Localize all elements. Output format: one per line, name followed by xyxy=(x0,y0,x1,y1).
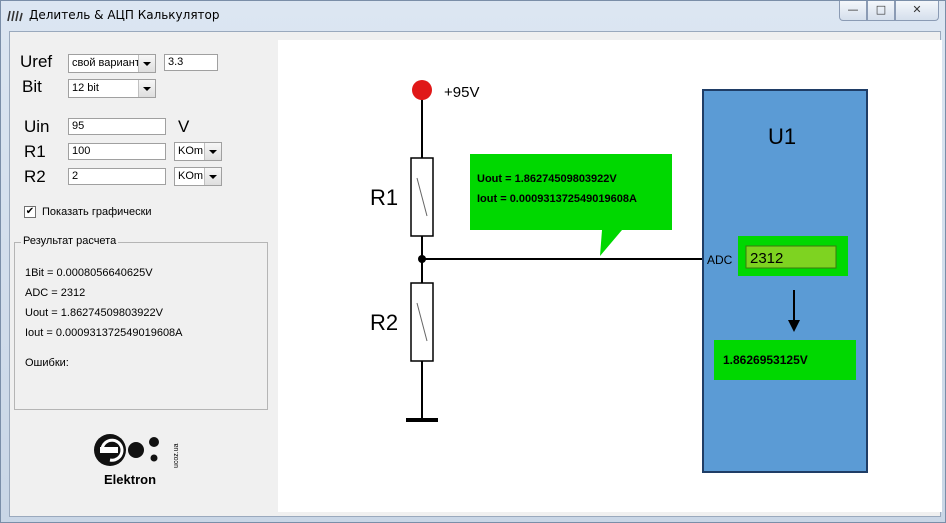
callout-uout: Uout = 1.86274509803922V xyxy=(477,173,617,185)
uref-input[interactable]: 3.3 xyxy=(164,54,218,71)
adc-value-text: 2312 xyxy=(750,250,783,267)
close-icon: ✕ xyxy=(912,3,922,16)
voltage-callout xyxy=(470,154,672,256)
r2-diagram-label: R2 xyxy=(370,310,398,335)
supply-terminal xyxy=(412,80,432,100)
voltage-out-box xyxy=(714,340,856,380)
maximize-button[interactable]: □ xyxy=(867,1,895,21)
bit-label: Bit xyxy=(22,77,42,96)
elektron-logo: Elektron ucoz.ua xyxy=(94,434,180,487)
logo-site-text: ucoz.ua xyxy=(173,443,180,468)
logo-text: Elektron xyxy=(104,472,156,487)
adc-pin-label: ADC xyxy=(707,253,733,267)
r1-input[interactable]: 100 xyxy=(68,143,166,160)
close-button[interactable]: ✕ xyxy=(895,1,939,21)
minimize-icon: — xyxy=(847,3,859,16)
r1-hatch xyxy=(416,177,428,217)
show-graphic-label: Показать графически xyxy=(42,206,152,218)
u1-label: U1 xyxy=(768,124,796,149)
junction-dot xyxy=(418,255,426,263)
results-title: Результат расчета xyxy=(21,235,119,247)
result-uout: Uout = 1.86274509803922V xyxy=(25,307,163,319)
result-adc: ADC = 2312 xyxy=(25,287,86,299)
voltage-out-text: 1.8626953125V xyxy=(723,353,808,367)
schematic-diagram: +95V R1 R2 Uout = 1.86274509803922V Iout… xyxy=(370,80,868,473)
r2-label: R2 xyxy=(24,167,46,186)
r2-unit-value: KOm xyxy=(178,170,204,182)
r1-diagram-label: R1 xyxy=(370,185,398,210)
chevron-down-icon xyxy=(204,168,221,185)
callout-iout: Iout = 0.000931372549019608A xyxy=(477,193,637,205)
r1-label: R1 xyxy=(24,142,46,161)
uin-input[interactable]: 95 xyxy=(68,118,166,135)
results-group: Результат расчета 1Bit = 0.0008056640625… xyxy=(14,235,268,410)
title-bar: Делитель & АЦП Калькулятор — □ ✕ xyxy=(1,1,945,31)
result-iout: Iout = 0.000931372549019608A xyxy=(25,327,183,339)
u1-chip xyxy=(702,89,868,473)
uref-label: Uref xyxy=(20,52,53,71)
arrow-down-icon xyxy=(788,320,800,332)
minimize-button[interactable]: — xyxy=(839,1,867,21)
r1-unit-select[interactable]: KOm xyxy=(174,142,222,161)
uref-select[interactable]: свой вариант xyxy=(68,54,156,73)
uin-label: Uin xyxy=(24,117,50,136)
r2-input[interactable]: 2 xyxy=(68,168,166,185)
chevron-down-icon xyxy=(138,80,155,97)
client-area: Uref свой вариант 3.3 Bit 12 bit Uin 95 … xyxy=(9,31,942,517)
r1-unit-value: KOm xyxy=(178,145,204,157)
checkmark-icon: ✔ xyxy=(25,206,35,217)
uref-select-value: свой вариант xyxy=(72,57,140,69)
r2-unit-select[interactable]: KOm xyxy=(174,167,222,186)
maximize-icon: □ xyxy=(875,3,887,16)
result-errors: Ошибки: xyxy=(25,357,69,369)
adc-value-box xyxy=(745,245,837,269)
bit-select[interactable]: 12 bit xyxy=(68,79,156,98)
chevron-down-icon xyxy=(204,143,221,160)
show-graphic-checkbox[interactable]: ✔ xyxy=(24,206,36,218)
app-icon xyxy=(7,10,23,22)
bit-select-value: 12 bit xyxy=(72,82,99,94)
r2-hatch xyxy=(416,302,428,342)
chevron-down-icon xyxy=(138,55,155,72)
result-bit: 1Bit = 0.0008056640625V xyxy=(25,267,153,279)
window-title: Делитель & АЦП Калькулятор xyxy=(29,8,220,22)
schematic-canvas: +95V R1 R2 Uout = 1.86274509803922V Iout… xyxy=(278,40,942,512)
supply-label: +95V xyxy=(444,84,479,101)
uin-unit: V xyxy=(178,117,190,136)
